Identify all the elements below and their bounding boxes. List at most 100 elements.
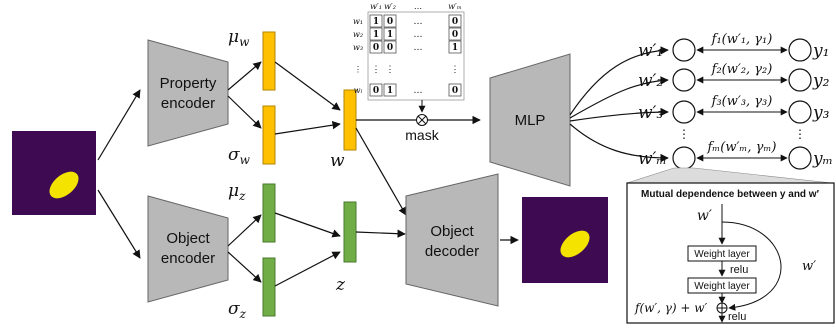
z-label: z <box>335 275 346 295</box>
inset-weight-layer-1-label: Weight layer <box>694 249 750 260</box>
object-decoder <box>405 173 499 307</box>
input-image <box>12 131 96 215</box>
arrow-w-to-decoder <box>355 127 407 216</box>
arrow-to-mu-z <box>227 214 262 247</box>
mask-cells <box>369 14 462 97</box>
mlp-label: MLP <box>515 112 546 129</box>
output-w-label: w′₁ <box>638 41 663 61</box>
w-label: w <box>330 151 345 171</box>
mask-row-header: w₃ <box>353 43 363 52</box>
arrow-mu-z-to-z <box>274 212 341 238</box>
ellipsis-icon: ⋮ <box>794 127 806 141</box>
inset-input-label: w′ <box>697 208 713 224</box>
mask-matrix: w′₁ w′₂ … w′ₘ w₁ w₂ w₃ ⋮ wₗ 1 0 … 0 1 1 … <box>353 2 465 101</box>
mask-col-headers: w′₁ w′₂ … w′ₘ <box>370 2 462 11</box>
arrow-sigma-z-to-z <box>274 251 341 287</box>
mu-w-label: μw <box>228 27 250 49</box>
mask-cell: ⋮ <box>372 65 381 75</box>
sigma-z-bar <box>262 257 276 317</box>
object-decoder-label-1: Object <box>430 223 474 240</box>
w-node <box>672 68 696 92</box>
arrow-to-sigma-z <box>227 251 262 283</box>
mask-cell: ⋮ <box>386 65 395 75</box>
inset-weight-layer-2-label: Weight layer <box>694 281 750 292</box>
arrow-mlp-to-wm <box>569 123 669 163</box>
output-image <box>522 197 608 283</box>
mask-cell: … <box>414 30 423 40</box>
function-label: fₘ(w′ₘ, γₘ) <box>707 140 777 155</box>
arrow-sigma-w-to-w <box>274 120 341 135</box>
inset-relu-1: relu <box>730 264 748 276</box>
mask-col-header: w′₂ <box>384 2 396 11</box>
arrow-mlp-to-w1 <box>569 46 669 116</box>
mask-label: mask <box>405 127 439 143</box>
arrow-mlp-to-w2 <box>569 76 669 119</box>
output-y-label: y₃ <box>812 103 830 123</box>
object-decoder-label-2: decoder <box>425 243 479 260</box>
arrow-z-to-decoder <box>355 229 406 238</box>
sigma-w-label: σw <box>228 145 251 167</box>
inset-relu-2: relu <box>728 311 746 323</box>
inset-formula: f(w′, γ) + w′ <box>634 301 708 315</box>
w-node <box>672 38 696 62</box>
mask-row-header: ⋮ <box>354 65 362 74</box>
arrow-input-to-property <box>97 89 141 161</box>
arrow-mu-w-to-w <box>274 61 341 111</box>
mlp-block <box>489 53 571 187</box>
w-node <box>672 146 696 170</box>
mask-cell: 1 <box>373 17 379 27</box>
inset-skip-connection <box>721 221 782 311</box>
mask-cell: … <box>414 86 423 96</box>
mask-cell: 0 <box>387 17 393 27</box>
zoom-wedge <box>626 167 833 184</box>
z-bar <box>343 201 357 263</box>
object-encoder-label-2: encoder <box>161 250 215 267</box>
mask-row-header: w₁ <box>353 17 363 26</box>
function-label: f₁(w′₁, γ₁) <box>711 32 773 47</box>
y-node <box>788 38 812 62</box>
mu-w-bar <box>262 31 276 91</box>
mask-col-header: … <box>414 2 422 11</box>
w-bar <box>343 89 357 151</box>
sigma-w-bar <box>262 105 276 165</box>
y-node <box>788 100 812 124</box>
mask-col-header: w′₁ <box>370 2 382 11</box>
mask-cell: 0 <box>452 86 458 96</box>
mask-cell: 0 <box>373 43 379 53</box>
arrow-input-to-object <box>97 189 141 259</box>
mask-cell: 1 <box>373 30 379 40</box>
arrow-to-sigma-w <box>227 95 262 129</box>
property-encoder-label-2: encoder <box>161 95 215 112</box>
sigma-z-label: σz <box>228 299 247 321</box>
mask-col-header: w′ₘ <box>448 2 462 11</box>
mask-cell: 1 <box>387 30 393 40</box>
property-encoder-label-1: Property <box>160 75 217 92</box>
arrow-to-mu-w <box>227 61 262 91</box>
output-y-label: yₘ <box>812 149 833 169</box>
output-y-label: y₂ <box>812 71 830 91</box>
mask-cell: 0 <box>452 30 458 40</box>
mask-cell: 0 <box>452 17 458 27</box>
function-label: f₂(w′₂, γ₂) <box>711 62 773 77</box>
property-encoder <box>147 39 229 147</box>
mask-cell: ⋮ <box>451 65 460 75</box>
output-pairs: w′₁ w′₂ w′₃ w′ₘ y₁ y₂ y₃ yₘ f₁(w′₁, γ₁) … <box>638 32 833 170</box>
mask-row-header: wₗ <box>354 86 363 95</box>
mask-cell: 1 <box>387 86 393 96</box>
sum-icon <box>716 302 728 314</box>
object-encoder <box>147 195 229 303</box>
ellipsis-icon: ⋮ <box>678 127 690 141</box>
w-node <box>672 100 696 124</box>
output-y-label: y₁ <box>812 41 829 61</box>
arrow-mlp-to-w3 <box>569 107 669 122</box>
mu-z-bar <box>262 183 276 243</box>
function-label: f₃(w′₃, γ₃) <box>711 94 773 109</box>
object-encoder-label-1: Object <box>166 230 210 247</box>
mask-cell: 0 <box>387 43 393 53</box>
mask-cell: … <box>414 17 423 27</box>
mask-cell: 1 <box>452 43 458 53</box>
mask-row-header: w₂ <box>353 30 363 39</box>
output-w-label: w′₂ <box>638 71 663 91</box>
